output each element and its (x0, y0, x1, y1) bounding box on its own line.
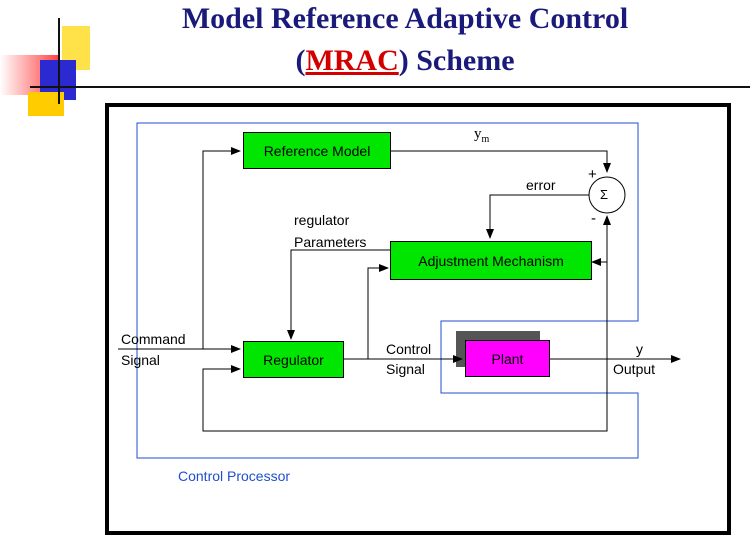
sum-symbol: Σ (600, 187, 609, 202)
reference-model-block: Reference Model (243, 132, 391, 169)
ym-line (391, 150, 611, 173)
command-to-reference-line (118, 147, 241, 350)
plus-sign: + (588, 166, 597, 183)
error-label: error (526, 177, 556, 193)
page-title: Model Reference Adaptive Control (181, 2, 629, 35)
control-signal-label-1: Control (386, 341, 432, 357)
regulator-params-label-2: Parameters (294, 234, 367, 250)
regulator-params-label-1: regulator (294, 212, 350, 228)
regulator-parameters-line (287, 249, 390, 340)
control-processor-label: Control Processor (178, 468, 291, 484)
logo-vertical-line (58, 18, 60, 104)
y-output-label: y (636, 341, 643, 357)
control-to-adjustment-line (367, 264, 389, 359)
logo-horizontal-line (30, 86, 750, 88)
adjustment-mechanism-block: Adjustment Mechanism (390, 241, 592, 280)
ym-label: ym (474, 125, 489, 149)
ym-y: y (474, 126, 482, 142)
control-signal-label-2: Signal (386, 361, 425, 377)
command-signal-label-1: Command (121, 331, 186, 347)
command-signal-label-2: Signal (121, 352, 160, 368)
output-label: Output (613, 361, 656, 377)
minus-sign: - (591, 210, 596, 227)
plant-block: Plant (465, 340, 550, 377)
subtitle-close: ) Scheme (398, 44, 515, 77)
mrac-acronym: MRAC (305, 44, 399, 77)
page-subtitle: (MRAC) Scheme (60, 44, 750, 78)
ym-subscript: m (481, 134, 490, 145)
control-processor-boundary (136, 122, 639, 459)
subtitle-open: ( (295, 44, 306, 77)
feedback-to-regulator-line (202, 359, 608, 432)
diagram-frame (105, 103, 731, 535)
error-line (486, 194, 589, 239)
regulator-block: Regulator (243, 341, 344, 378)
